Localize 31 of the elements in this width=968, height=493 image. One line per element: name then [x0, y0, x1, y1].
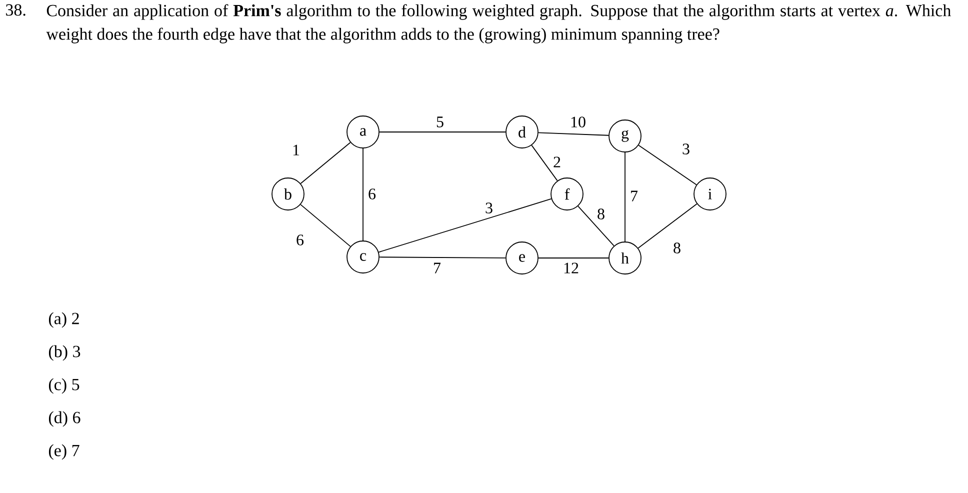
answer-option: (a) 2 — [48, 312, 79, 328]
answer-option: (c) 5 — [48, 378, 80, 394]
edge-line — [379, 256, 506, 258]
edge-line — [300, 204, 351, 247]
edge-weight: 12 — [562, 262, 580, 274]
edge-weight: 3 — [484, 202, 494, 214]
edge-line — [531, 144, 558, 182]
edge-weight: 8 — [672, 242, 682, 254]
edge-line — [538, 132, 610, 136]
edge-weight: 1 — [292, 144, 300, 156]
edge-line — [300, 142, 351, 184]
edge-weight: 2 — [552, 156, 562, 168]
edge-weight: 3 — [682, 143, 690, 155]
edge-line — [638, 203, 698, 249]
edge-line — [624, 152, 626, 242]
edge-line — [638, 144, 697, 186]
edge-weight: 8 — [596, 208, 606, 220]
question-text: Consider an application of Prim's algorithm to the following weighted graph. Suppose that the algorithm starts at vertex a. Which weight does the fourth edge have that the algorithm adds to the (growing) minimum spanning tree? — [46, 4, 951, 44]
edge-weight: 10 — [570, 116, 586, 128]
edge-weight: 7 — [630, 190, 638, 202]
edge-weight: 6 — [368, 188, 376, 200]
edge-weight: 7 — [432, 262, 442, 274]
edge-line — [578, 206, 614, 246]
answer-option: (d) 6 — [48, 411, 80, 427]
edge-weight: 5 — [436, 116, 444, 128]
answer-option: (b) 3 — [48, 345, 80, 361]
edge-weight: 6 — [296, 234, 304, 246]
edge-line — [362, 148, 364, 241]
edge-line — [378, 198, 552, 253]
answer-option: (e) 7 — [48, 444, 80, 460]
question-number: 38. — [6, 4, 26, 16]
